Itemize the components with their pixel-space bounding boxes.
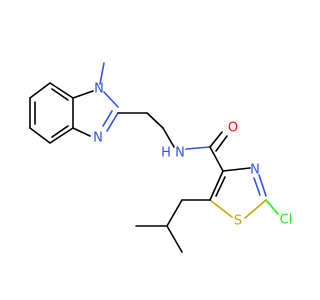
bond — [29, 82, 51, 99]
bond-double-inner — [51, 125, 69, 138]
bond — [209, 131, 223, 148]
bond — [99, 62, 105, 85]
bond — [49, 127, 74, 144]
bond-double-inner — [215, 176, 226, 197]
bond-double-inner — [253, 177, 261, 196]
bond — [209, 146, 224, 172]
bond-double-inner — [51, 88, 69, 101]
atom-label-o-carbonyl: O — [228, 121, 238, 136]
bond — [166, 225, 183, 253]
bond — [72, 90, 94, 99]
atom-label-amide-h: H — [161, 146, 171, 161]
bond — [222, 167, 251, 172]
atom-label-n-methyl: N — [94, 82, 104, 97]
bond — [106, 112, 119, 132]
bond — [49, 82, 74, 99]
bond — [209, 170, 224, 201]
bond — [72, 127, 91, 137]
atom-label-s-thiazole: S — [234, 214, 242, 229]
bond — [162, 127, 175, 148]
bond — [103, 91, 119, 108]
bond — [166, 199, 183, 227]
bond — [265, 199, 279, 215]
atom-label-n-thiazole: N — [250, 163, 260, 178]
bond — [209, 199, 233, 218]
molecule-structure: N N H N O N S Cl — [29, 62, 292, 253]
bond — [29, 127, 51, 144]
bond-double-inner — [215, 135, 228, 152]
atom-label-n-imine: N — [93, 131, 103, 146]
atom-label-n-amide: N — [175, 146, 185, 161]
bond — [258, 174, 267, 197]
bond — [185, 146, 211, 150]
atom-label-cl: Cl — [280, 213, 293, 228]
bond — [146, 112, 164, 129]
atom-labels: N N H N O N S Cl — [93, 82, 292, 229]
bond — [244, 199, 267, 219]
bond-double-inner — [102, 110, 113, 127]
bonds — [29, 62, 279, 253]
